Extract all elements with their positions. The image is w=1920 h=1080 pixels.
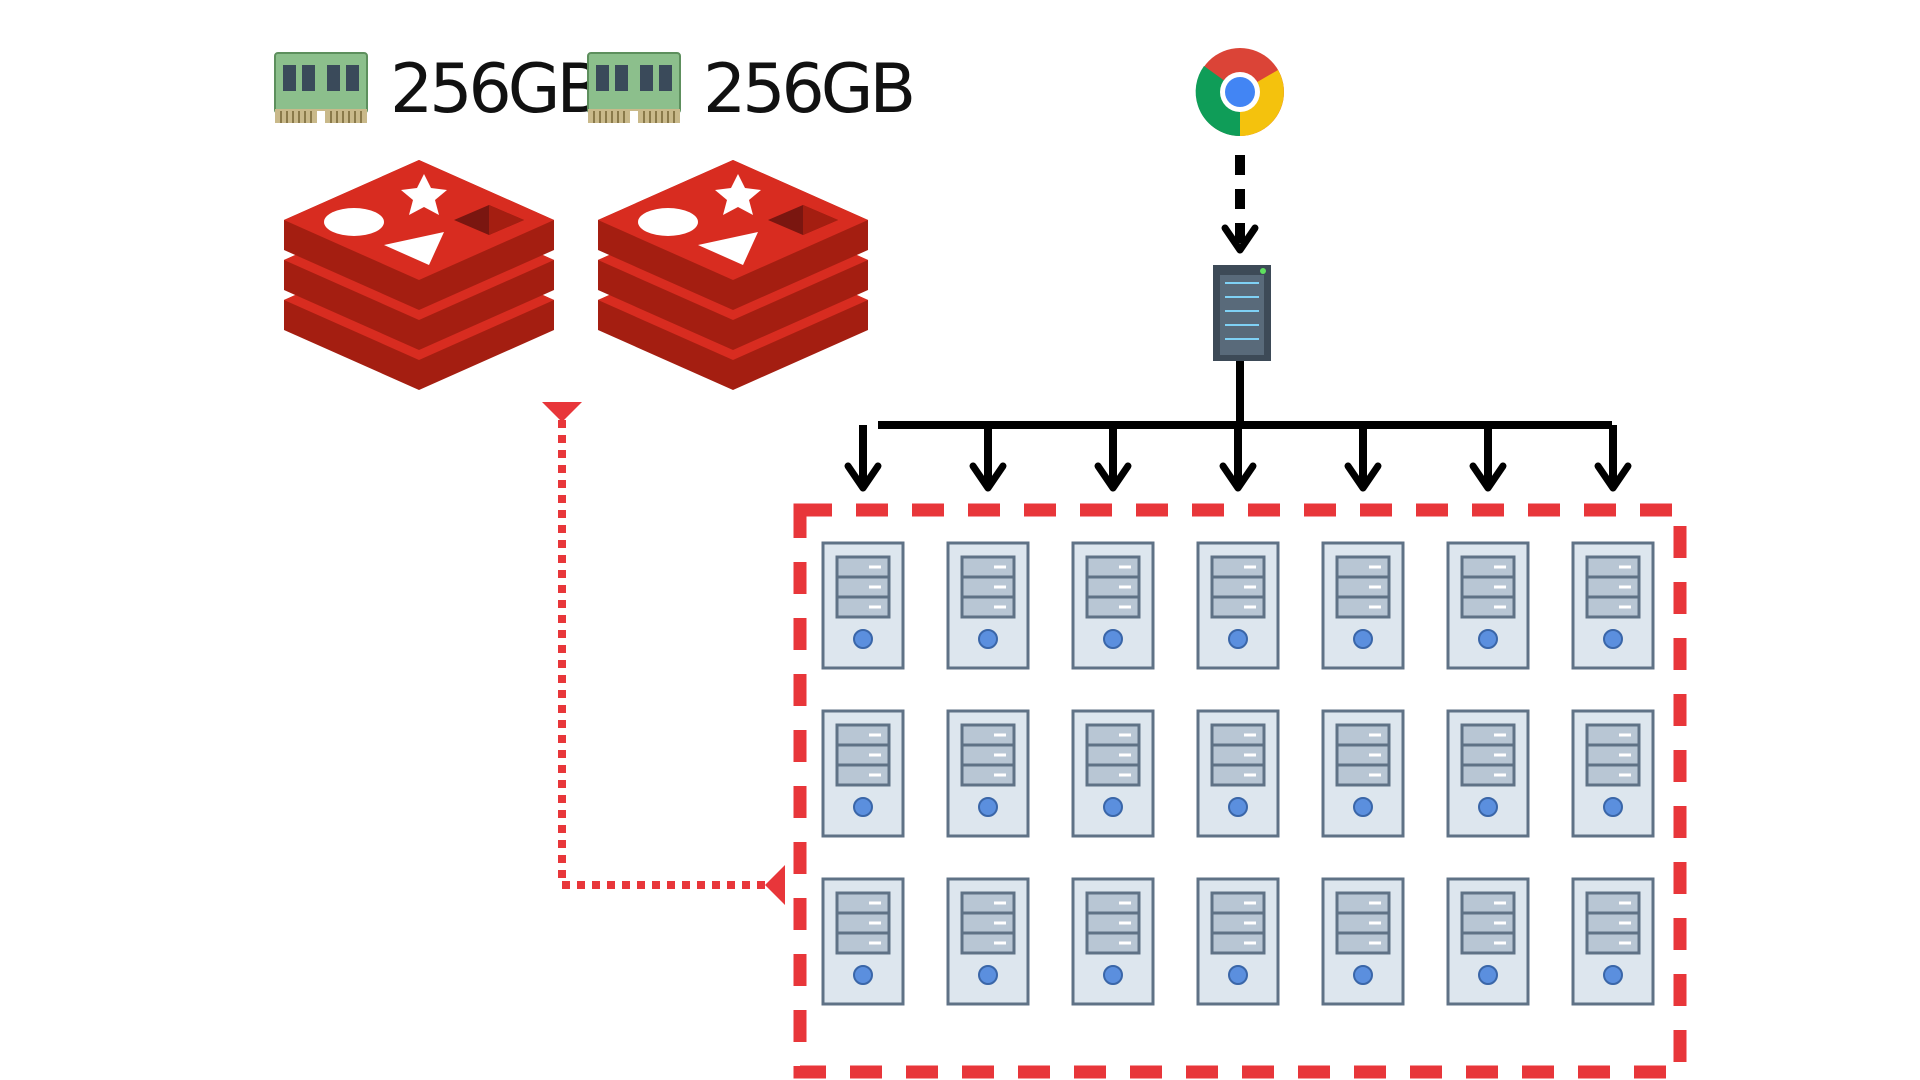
server-tower-icon — [821, 877, 905, 1006]
server-tower-icon — [1571, 541, 1655, 670]
server-tower-icon — [1571, 709, 1655, 838]
chrome-icon — [1195, 48, 1284, 137]
redis-icon — [598, 160, 868, 390]
server-tower-icon — [1321, 709, 1405, 838]
server-tower-icon — [1196, 877, 1280, 1006]
ram-module-icon — [587, 52, 681, 124]
server-tower-icon — [1071, 709, 1155, 838]
redis-icon — [284, 160, 554, 390]
worker-cluster — [821, 541, 1655, 1006]
server-tower-icon — [1321, 541, 1405, 670]
server-tower-icon — [1446, 877, 1530, 1006]
server-tower-icon — [946, 709, 1030, 838]
memory-module-1: 256GB — [274, 50, 603, 129]
worker-cluster-border — [793, 503, 1687, 1079]
server-tower-icon — [1321, 877, 1405, 1006]
server-tower-icon — [821, 541, 905, 670]
server-tower-icon — [1446, 541, 1530, 670]
server-tower-icon — [1446, 709, 1530, 838]
memory-label-2: 256GB — [703, 50, 912, 129]
server-tower-icon — [1196, 541, 1280, 670]
server-tower-icon — [1571, 877, 1655, 1006]
server-tower-icon — [946, 877, 1030, 1006]
server-tower-icon — [821, 709, 905, 838]
server-tower-icon — [1196, 709, 1280, 838]
cluster-to-cache-link — [542, 402, 785, 905]
lb-to-cluster-arrows — [848, 361, 1628, 488]
server-tower-icon — [1071, 877, 1155, 1006]
memory-module-2: 256GB — [587, 50, 916, 129]
client-to-lb-arrow — [1225, 155, 1255, 250]
memory-label-1: 256GB — [390, 50, 599, 129]
server-rack-icon — [1213, 265, 1271, 361]
server-tower-icon — [1071, 541, 1155, 670]
ram-module-icon — [274, 52, 368, 124]
server-tower-icon — [946, 541, 1030, 670]
